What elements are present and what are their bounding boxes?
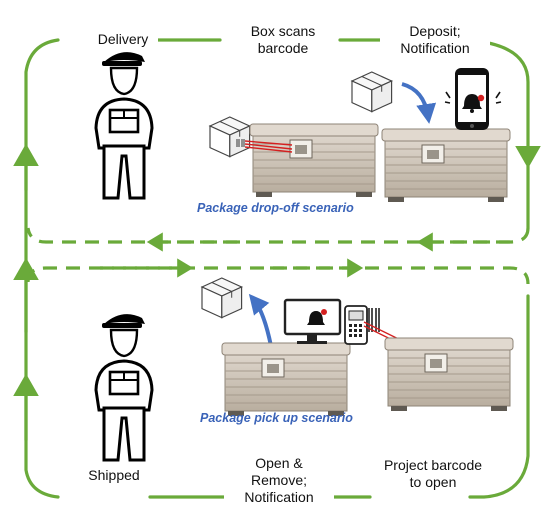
deposit-arrow: [401, 82, 437, 124]
smartphone-icon: [444, 68, 502, 130]
scan-beam: [244, 140, 293, 153]
storage-box-pickup: [221, 342, 351, 417]
delivery-person-icon: [94, 50, 154, 200]
pickup-scenario-caption: Package pick up scenario: [200, 411, 353, 425]
dashed-return-line: [26, 227, 530, 252]
barcode-icon: [236, 139, 245, 147]
barcode-scanner-icon: [344, 305, 380, 345]
step-delivery-label: Delivery: [88, 31, 158, 48]
monitor-icon: [283, 298, 342, 344]
dashed-forward-line: [26, 258, 530, 285]
package-icon: [351, 71, 393, 113]
remove-arrow: [248, 293, 273, 347]
step-open-remove-label: Open &Remove;Notification: [224, 455, 334, 506]
step-shipped-label: Shipped: [76, 467, 152, 484]
dropoff-scenario: [94, 50, 511, 203]
package-icon: [201, 277, 243, 319]
storage-box-deposit: [381, 128, 511, 203]
package-icon: [209, 116, 251, 158]
storage-box-project: [384, 337, 514, 412]
pickup-scenario: [94, 277, 514, 462]
storage-box-dropoff: [249, 123, 379, 198]
dropoff-scenario-caption: Package drop-off scenario: [197, 201, 354, 215]
shipper-person-icon: [94, 312, 154, 462]
step-deposit-label: Deposit;Notification: [380, 23, 490, 57]
